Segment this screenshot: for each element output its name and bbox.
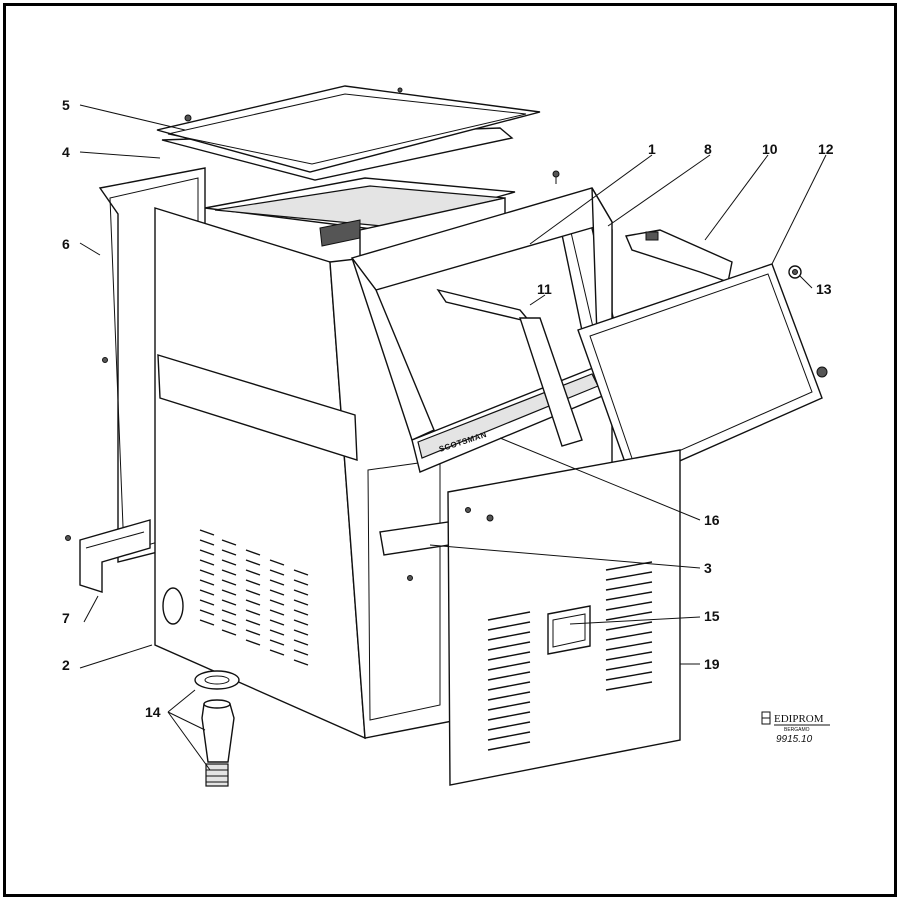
callout-15: 15: [704, 608, 720, 624]
panel-louvres: [487, 561, 653, 751]
drawing-code: 9915.10: [776, 734, 813, 745]
callout-14: 14: [145, 704, 161, 720]
leader-lines: [79, 104, 827, 771]
callout-2: 2: [62, 657, 70, 673]
callout-8: 8: [704, 141, 712, 157]
callout-7: 7: [62, 610, 70, 626]
callout-13: 13: [816, 281, 832, 297]
part-10-bracket: [625, 229, 733, 283]
part-14-leg: [194, 670, 240, 787]
callout-12: 12: [818, 141, 834, 157]
callout-11: 11: [537, 281, 552, 297]
callout-1: 1: [648, 141, 656, 157]
callout-19: 19: [704, 656, 720, 672]
part-12-upper-door: [577, 263, 828, 483]
callout-5: 5: [62, 97, 70, 113]
cabinet-louvres: [199, 529, 309, 666]
screws: [552, 170, 560, 184]
part-7-bracket: [65, 519, 151, 593]
part-5-top-cover: [156, 85, 541, 173]
callout-10: 10: [762, 141, 778, 157]
callout-16: 16: [704, 512, 720, 528]
logo-city: BERGAMO: [784, 727, 810, 733]
callout-3: 3: [704, 560, 712, 576]
part-11-flap: [436, 288, 583, 447]
diagram-frame: [3, 3, 897, 897]
part-15-nameplate: [547, 605, 591, 655]
ediprom-logo: EDIPROM BERGAMO 9915.10: [761, 711, 830, 745]
logo-name: EDIPROM: [774, 713, 824, 725]
callout-4: 4: [62, 144, 70, 160]
callout-labels: 5 4 6 7 2 14 1 8 10 12 13 11 16 3 15 19: [62, 97, 834, 720]
callout-6: 6: [62, 236, 70, 252]
part-13-knob: [788, 265, 802, 279]
